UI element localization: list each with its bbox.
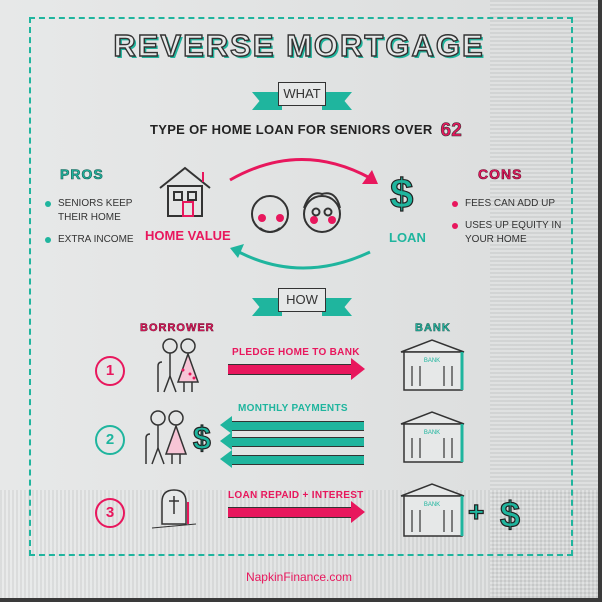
cons-list: FEES CAN ADD UP USES UP EQUITY IN YOUR H… [452, 197, 562, 255]
senior-couple-faces-icon [251, 192, 341, 233]
bullet-icon [452, 201, 458, 207]
pros-list: SENIORS KEEP THEIR HOME EXTRA INCOME [45, 197, 140, 255]
arrow-to-loan-icon [229, 158, 371, 182]
pros-heading: PROS [60, 166, 104, 183]
payment-dollar-icon: $ [192, 419, 211, 456]
cycle-graphic [159, 158, 378, 270]
what-banner-label: WHAT [278, 82, 326, 106]
what-banner: WHAT [252, 80, 352, 116]
plus-icon: + [467, 495, 485, 527]
bullet-icon [452, 223, 458, 229]
loan-dollar-icon: $ [389, 169, 414, 217]
interest-dollar-icon: $ [499, 493, 521, 535]
cons-heading: CONS [478, 166, 523, 183]
borrower-couple-icon [157, 338, 200, 393]
ribbon-right-icon [322, 92, 352, 110]
how-banner: HOW [252, 286, 352, 322]
svg-text:BANK: BANK [424, 430, 440, 436]
arrow-left-icon [220, 416, 364, 434]
how-banner-label: HOW [278, 288, 326, 312]
tombstone-icon [151, 489, 197, 529]
bullet-icon [45, 201, 51, 207]
bank-building-icon: BANK [400, 411, 465, 463]
arrow-right-icon [228, 501, 365, 523]
bullet-icon [45, 237, 51, 243]
step-2-number: 2 [95, 425, 125, 455]
svg-text:BANK: BANK [424, 502, 440, 508]
dashed-border [29, 17, 573, 556]
arrow-to-home-icon [234, 248, 371, 270]
cons-item: FEES CAN ADD UP [452, 197, 562, 211]
page-title: REVERSE MORTGAGE [113, 27, 485, 63]
ribbon-right-icon [322, 298, 352, 316]
step-3-caption: LOAN REPAID + INTEREST [228, 490, 364, 501]
house-icon [159, 166, 211, 217]
arrow-left-icon [220, 450, 364, 468]
ribbon-left-icon [252, 92, 282, 110]
arrow-right-icon [228, 358, 365, 380]
step-1-number: 1 [95, 356, 125, 386]
borrower-couple-icon [145, 410, 188, 465]
bank-building-icon: BANK [400, 483, 465, 537]
description-text: TYPE OF HOME LOAN FOR SENIORS OVER [150, 122, 433, 137]
pros-item-text: EXTRA INCOME [58, 234, 134, 245]
svg-text:BANK: BANK [424, 358, 440, 364]
borrower-heading: BORROWER [140, 322, 215, 335]
bank-building-icon: BANK [400, 339, 465, 391]
loan-label: LOAN [389, 230, 426, 245]
napkin-emboss-right [490, 0, 598, 598]
step-1-caption: PLEDGE HOME TO BANK [232, 347, 360, 358]
cons-item: USES UP EQUITY IN YOUR HOME [452, 219, 562, 247]
bank-heading: BANK [415, 322, 451, 335]
ribbon-left-icon [252, 298, 282, 316]
age-value: 62 [440, 120, 463, 142]
pros-item: EXTRA INCOME [45, 233, 140, 247]
step-2-caption: MONTHLY PAYMENTS [238, 403, 348, 414]
home-value-label: HOME VALUE [145, 228, 231, 243]
footer-website: NapkinFinance.com [245, 570, 353, 584]
step-3-number: 3 [95, 498, 125, 528]
what-description: TYPE OF HOME LOAN FOR SENIORS OVER 62 [150, 120, 462, 142]
cons-item-text: USES UP EQUITY IN YOUR HOME [465, 220, 562, 245]
arrow-left-icon [220, 432, 364, 450]
pros-item: SENIORS KEEP THEIR HOME [45, 197, 140, 225]
cons-item-text: FEES CAN ADD UP [465, 198, 556, 209]
pros-item-text: SENIORS KEEP THEIR HOME [58, 198, 133, 223]
